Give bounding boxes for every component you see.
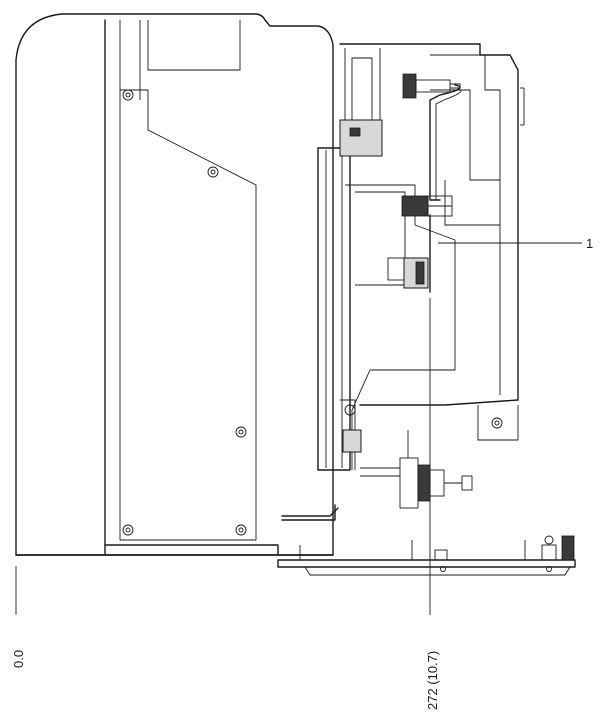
screw-icon (122, 89, 134, 101)
origin-dimension-label: 0.0 (11, 650, 26, 668)
bottom-plate (277, 504, 576, 576)
lower-mechanism (340, 399, 473, 509)
callout-label: 1 (586, 236, 593, 251)
screw-icon (235, 426, 247, 438)
callout-1: 1 (438, 236, 593, 251)
dimension-lines: 0.0 272 (10.7) (11, 298, 440, 710)
screw-icon (235, 524, 247, 536)
mechanism-housing (339, 43, 525, 470)
depth-dimension-label: 272 (10.7) (425, 651, 440, 710)
cabinet-screws (122, 89, 247, 536)
cabinet-body (15, 13, 334, 556)
screw-icon (122, 524, 134, 536)
screw-icon (207, 166, 219, 178)
front-panel (317, 147, 351, 471)
